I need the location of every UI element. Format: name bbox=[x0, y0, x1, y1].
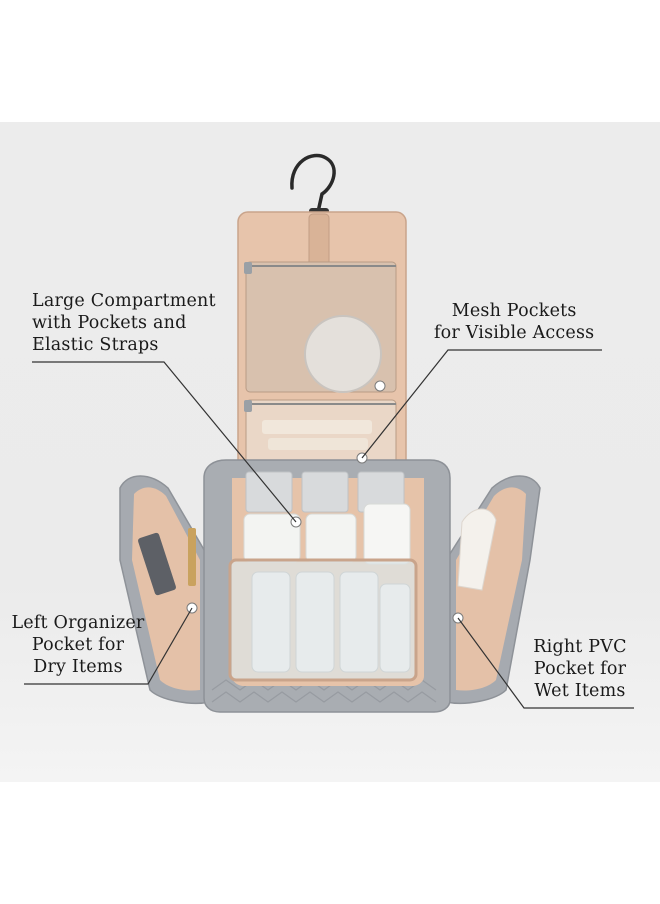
zipper-pull-top bbox=[244, 262, 252, 274]
callout-line: with Pockets and bbox=[32, 313, 187, 333]
callout-left-pocket: Left Organizer Pocket for Dry Items bbox=[8, 612, 148, 678]
callout-line: Dry Items bbox=[33, 657, 123, 677]
callout-large-compartment: Large Compartment with Pockets and Elast… bbox=[32, 290, 216, 356]
hanger-hook bbox=[290, 153, 336, 214]
pvc-pocket-bottles bbox=[251, 571, 411, 673]
mirror bbox=[304, 315, 382, 393]
callout-line: Mesh Pockets bbox=[451, 301, 577, 321]
callout-line: Elastic Straps bbox=[32, 335, 159, 355]
callout-line: Pocket for bbox=[31, 635, 125, 655]
callout-mesh-pockets: Mesh Pockets for Visible Access bbox=[434, 300, 594, 344]
bottles bbox=[243, 471, 411, 565]
callout-line: for Visible Access bbox=[434, 323, 595, 343]
callout-line: Wet Items bbox=[534, 681, 626, 701]
callout-line: Large Compartment bbox=[32, 291, 216, 311]
callout-line: Pocket for bbox=[533, 659, 627, 679]
callout-right-pocket: Right PVC Pocket for Wet Items bbox=[524, 636, 636, 702]
callout-line: Right PVC bbox=[533, 637, 627, 657]
zipper-pull-bottom bbox=[244, 400, 252, 412]
callout-line: Left Organizer bbox=[11, 613, 145, 633]
